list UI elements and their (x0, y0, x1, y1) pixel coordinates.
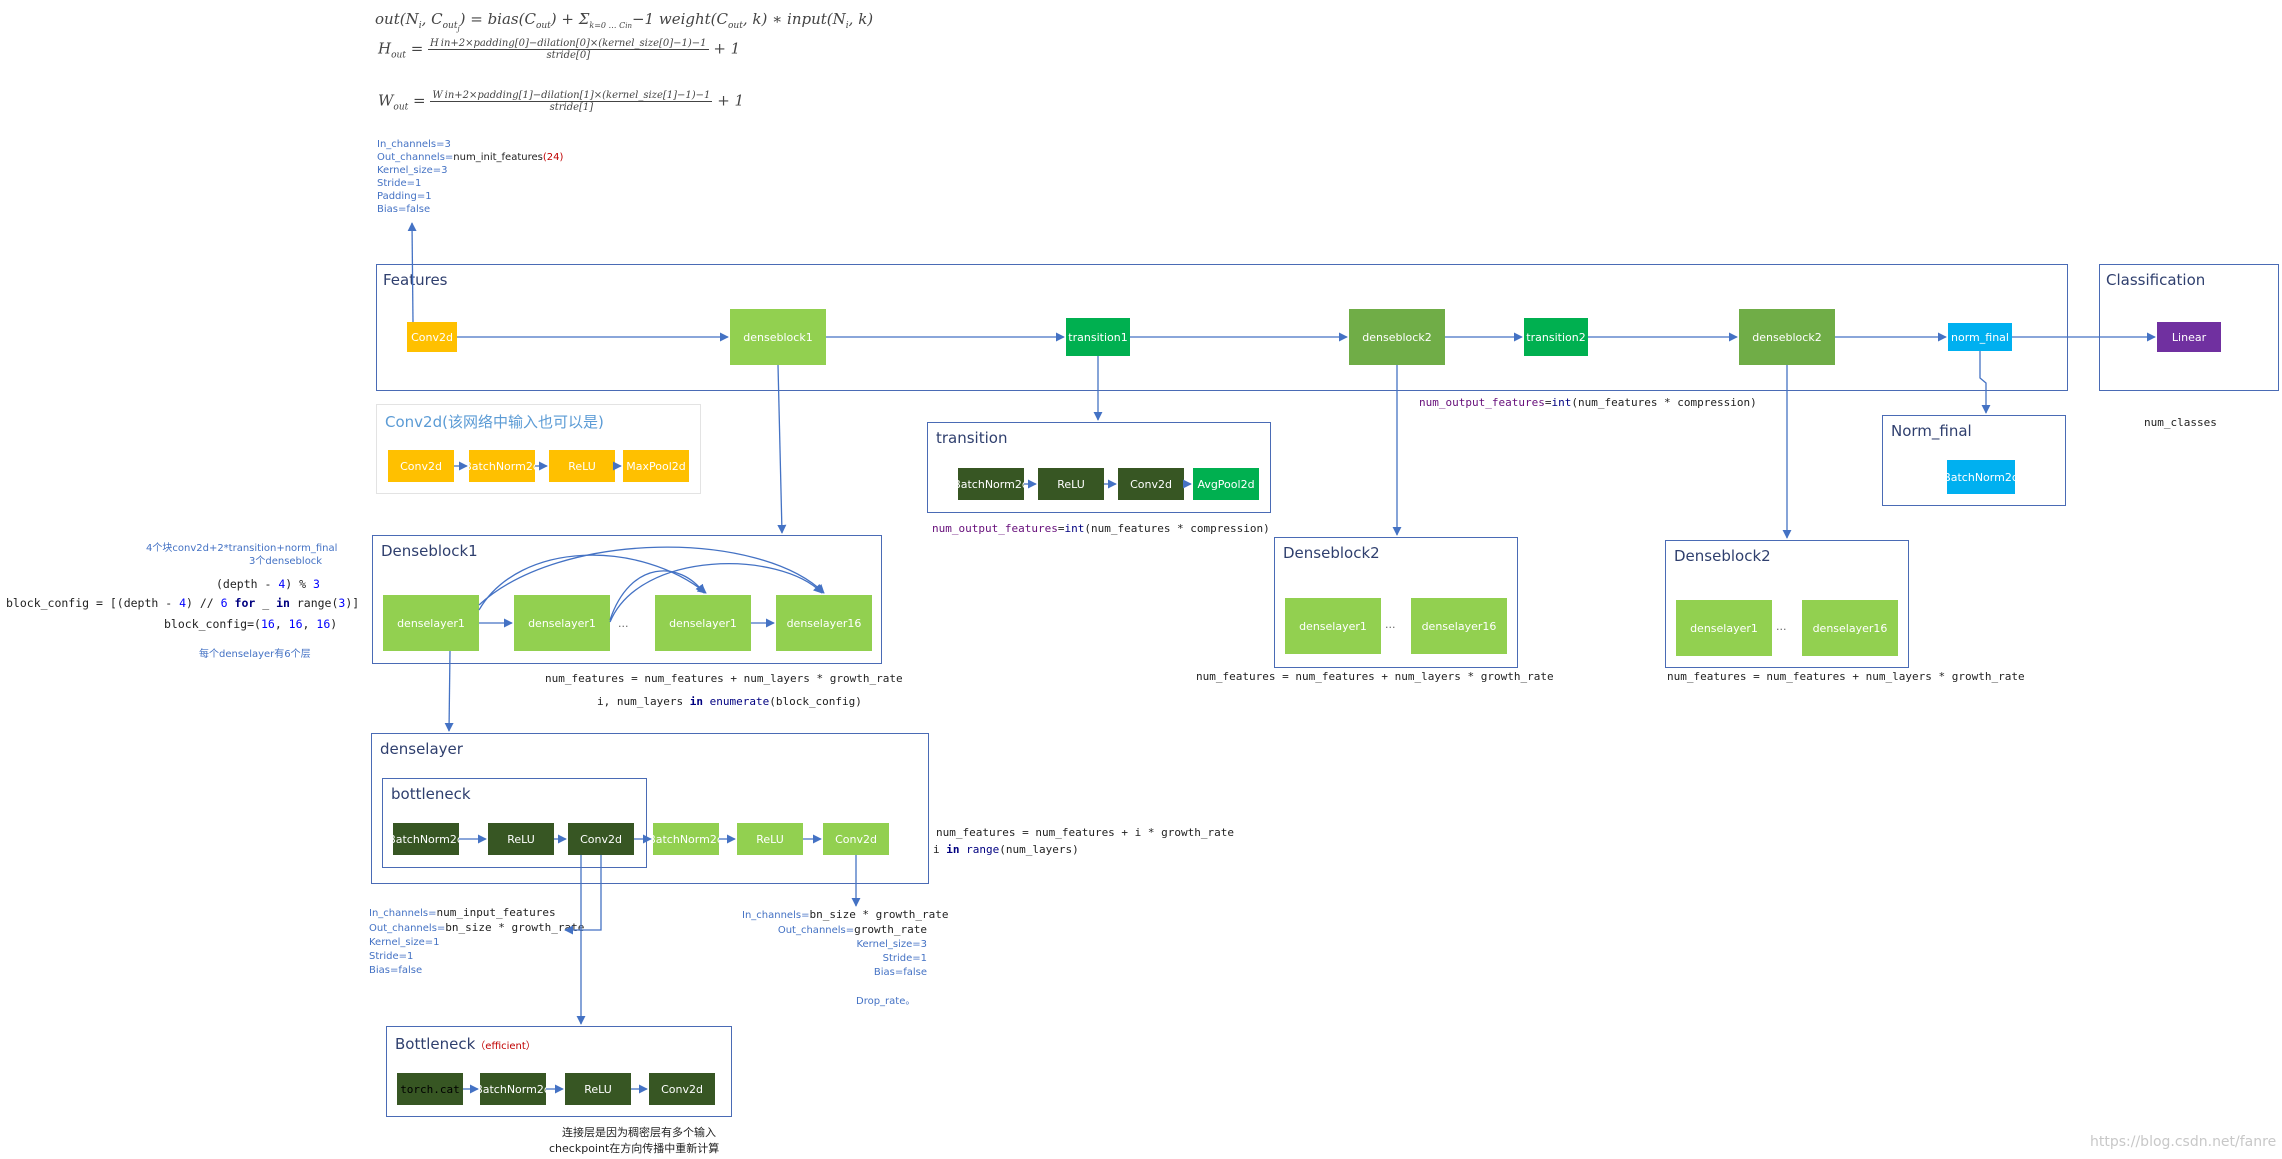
denseblock2-layer16[interactable]: denselayer16 (1411, 598, 1507, 654)
note-checkpoint: checkpoint在方向传播中重新计算 (549, 1142, 720, 1155)
denselayer-conv2d[interactable]: Conv2d (823, 823, 889, 855)
bottleneck-batchnorm2d[interactable]: BatchNorm2d (388, 823, 464, 855)
efficient-relu[interactable]: ReLU (565, 1073, 631, 1105)
denselayer-relu[interactable]: ReLU (737, 823, 803, 855)
denseblock3-layer16[interactable]: denselayer16 (1802, 600, 1898, 656)
note-layers-per-denselayer: 每个denselayer有6个层 (199, 649, 311, 660)
conv2d-panel-maxpool2d[interactable]: MaxPool2d (623, 450, 689, 482)
features-transition2[interactable]: transition2 (1524, 318, 1588, 356)
classification-panel: Classification (2099, 264, 2279, 391)
transition-batchnorm2d[interactable]: BatchNorm2d (953, 468, 1029, 500)
conv2d-panel-conv2d[interactable]: Conv2d (388, 450, 454, 482)
formula-out: out(Ni, Coutj) = bias(Cout) + Σk=0 … Cin… (375, 10, 874, 33)
watermark: https://blog.csdn.net/fanre (2090, 1134, 2277, 1150)
compression-note-transition: num_output_features=int(num_features * c… (932, 522, 1270, 535)
denselayer-batchnorm2d[interactable]: BatchNorm2d (648, 823, 724, 855)
features-conv2d[interactable]: Conv2d (407, 322, 457, 352)
classification-linear[interactable]: Linear (2157, 322, 2221, 352)
denseblock1-ellipsis: ... (618, 617, 629, 630)
note-block-config-value: block_config=(16, 16, 16) (164, 617, 338, 631)
denseblock3-ellipsis: ... (1776, 620, 1787, 633)
denselayer-loop: i in range(num_layers) (933, 843, 1079, 856)
conv2d-panel-title: Conv2d(该网络中输入也可以是) (385, 413, 604, 431)
features-denseblock2[interactable]: denseblock2 (1349, 309, 1445, 365)
transition-panel-title: transition (936, 429, 1008, 447)
transition-relu[interactable]: ReLU (1038, 468, 1104, 500)
denseblock1-title: Denseblock1 (381, 542, 478, 560)
transition-avgpool2d[interactable]: AvgPool2d (1193, 468, 1259, 500)
denseblock2-title: Denseblock2 (1283, 544, 1380, 562)
efficient-torch-cat[interactable]: torch.cat (397, 1073, 463, 1105)
formula-h-out: Hout = H in+2×padding[0]−dilation[0]×(ke… (378, 38, 741, 61)
denseblock1-layer16[interactable]: denselayer16 (776, 595, 872, 651)
note-depth: (depth - 4) % 3 (216, 577, 320, 591)
denseblock1-formula: num_features = num_features + num_layers… (545, 672, 903, 685)
efficient-conv2d[interactable]: Conv2d (649, 1073, 715, 1105)
denseblock3-layer1[interactable]: denselayer1 (1676, 600, 1772, 656)
conv2d-panel-relu[interactable]: ReLU (549, 450, 615, 482)
denselayer-formula: num_features = num_features + i * growth… (936, 826, 1235, 839)
note-block-config: block_config = [(depth - 4) // 6 for _ i… (6, 596, 360, 610)
formula-w-out: Wout = W in+2×padding[1]−dilation[1]×(ke… (378, 90, 745, 113)
bottleneck-conv2d[interactable]: Conv2d (568, 823, 634, 855)
bottleneck-efficient-title: Bottleneck（efficient） (395, 1035, 536, 1053)
denseblock3-title: Denseblock2 (1674, 547, 1771, 565)
conv-params: In_channels=3 Out_channels=num_init_feat… (377, 139, 564, 215)
denseblock2-ellipsis: ... (1385, 618, 1396, 631)
denseblock1-layer2[interactable]: denselayer1 (514, 595, 610, 651)
features-title: Features (383, 271, 448, 289)
norm-final-panel-title: Norm_final (1891, 422, 1972, 440)
denseblock3-formula: num_features = num_features + num_layers… (1667, 670, 2025, 683)
transition-conv2d[interactable]: Conv2d (1118, 468, 1184, 500)
note-blocks-count: 4个块conv2d+2*transition+norm_final (146, 543, 338, 554)
bottleneck-relu[interactable]: ReLU (488, 823, 554, 855)
note-denseblock-count: 3个denseblock (249, 556, 323, 567)
conv2d-panel-batchnorm2d[interactable]: BatchNorm2d (464, 450, 540, 482)
note-concat: 连接层是因为稠密层有多个输入 (562, 1126, 716, 1139)
features-denseblock1[interactable]: denseblock1 (730, 309, 826, 365)
bottleneck-title: bottleneck (391, 785, 471, 803)
denseblock2-layer1[interactable]: denselayer1 (1285, 598, 1381, 654)
denseblock1-layer1[interactable]: denselayer1 (383, 595, 479, 651)
efficient-batchnorm2d[interactable]: BatchNorm2d (475, 1073, 551, 1105)
denseblock1-layer3[interactable]: denselayer1 (655, 595, 751, 651)
denseblock2-formula: num_features = num_features + num_layers… (1196, 670, 1554, 683)
conv2-params: In_channels=bn_size * growth_rate Out_ch… (742, 908, 949, 978)
denseblock1-loop: i, num_layers in enumerate(block_config) (597, 695, 862, 708)
compression-note-features: num_output_features=int(num_features * c… (1419, 396, 1757, 409)
drop-rate-note: Drop_rate。 (856, 996, 916, 1007)
features-denseblock3[interactable]: denseblock2 (1739, 309, 1835, 365)
features-transition1[interactable]: transition1 (1066, 318, 1130, 356)
features-norm-final[interactable]: norm_final (1948, 323, 2012, 351)
classification-title: Classification (2106, 271, 2206, 289)
num-classes: num_classes (2144, 416, 2217, 429)
bottleneck-params: In_channels=num_input_features Out_chann… (369, 906, 585, 976)
norm-final-batchnorm2d[interactable]: BatchNorm2d (1943, 460, 2019, 494)
denselayer-title: denselayer (380, 740, 463, 758)
